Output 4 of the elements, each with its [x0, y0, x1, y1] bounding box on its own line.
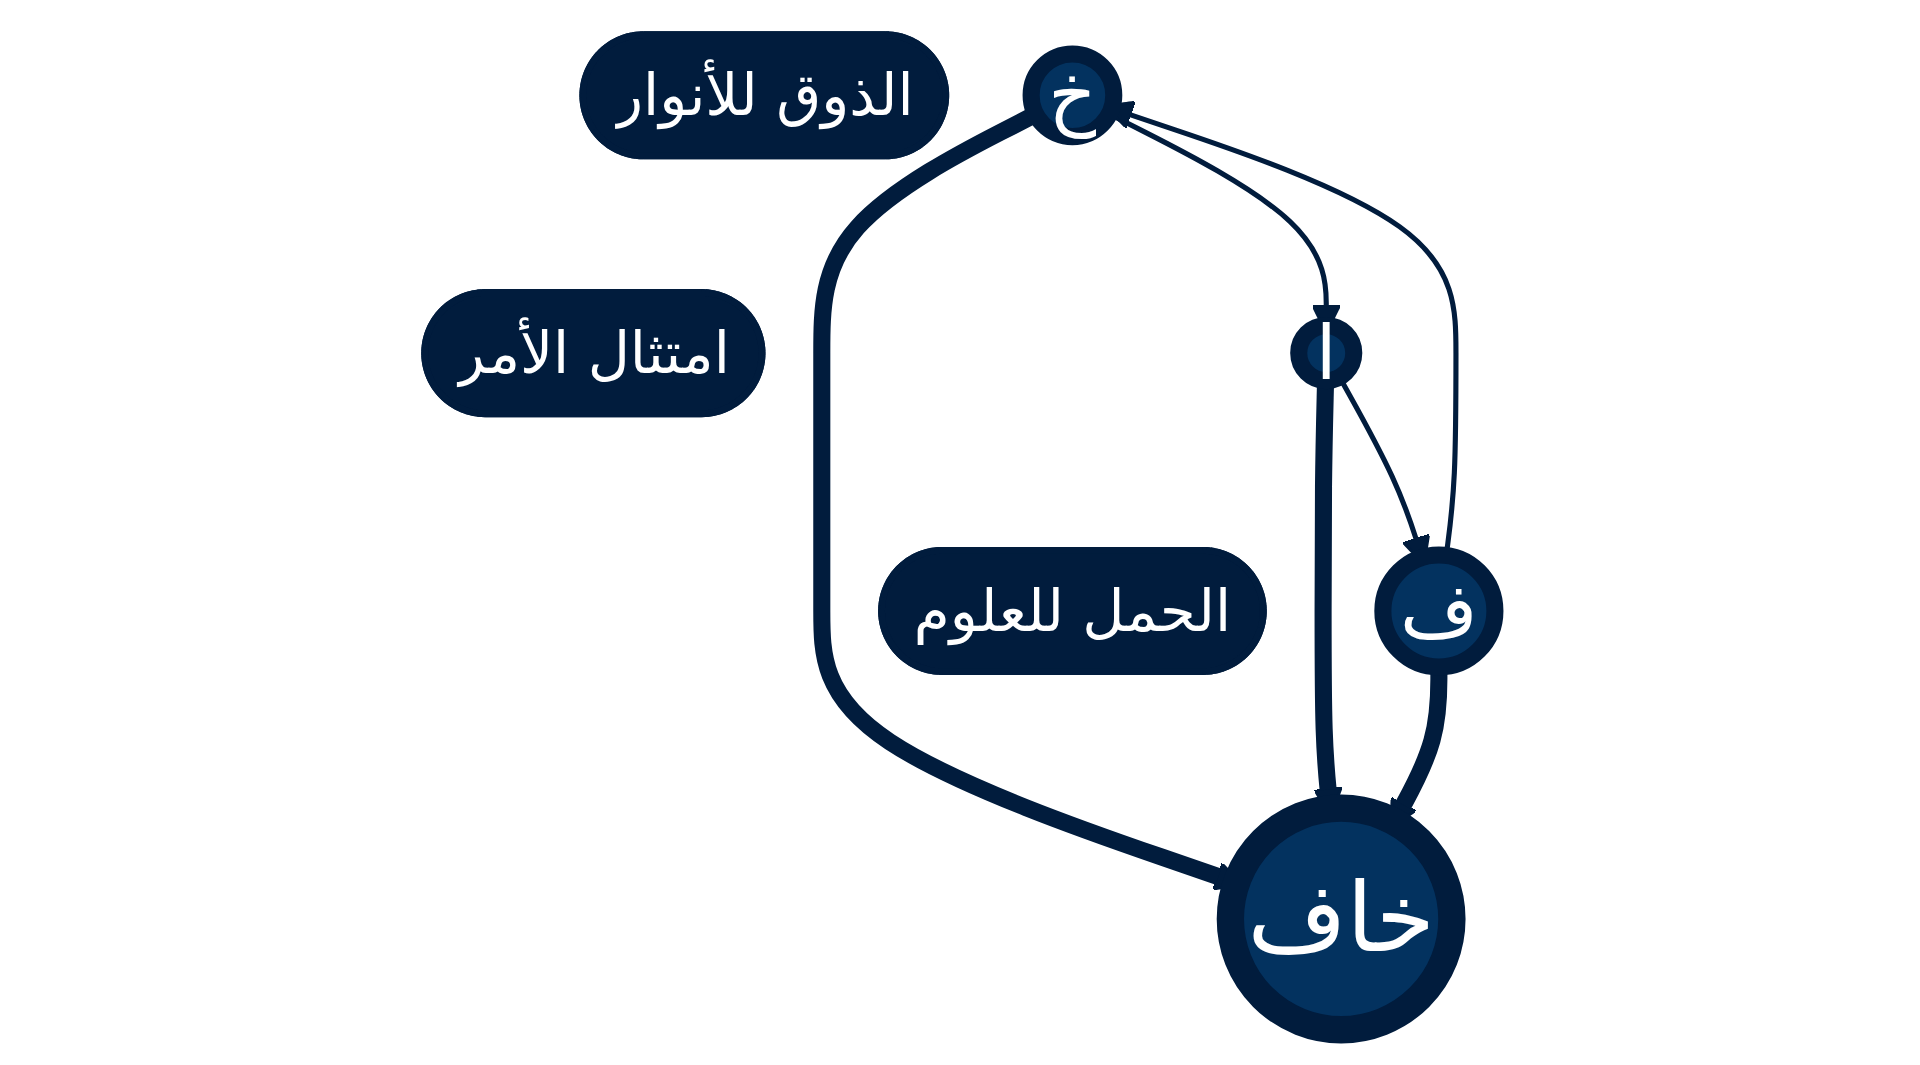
node-circle: خ [1022, 45, 1123, 146]
node-circle: ا [1290, 317, 1363, 390]
node-circle: ف [1374, 546, 1504, 676]
node-circle: خاف [1216, 794, 1466, 1044]
